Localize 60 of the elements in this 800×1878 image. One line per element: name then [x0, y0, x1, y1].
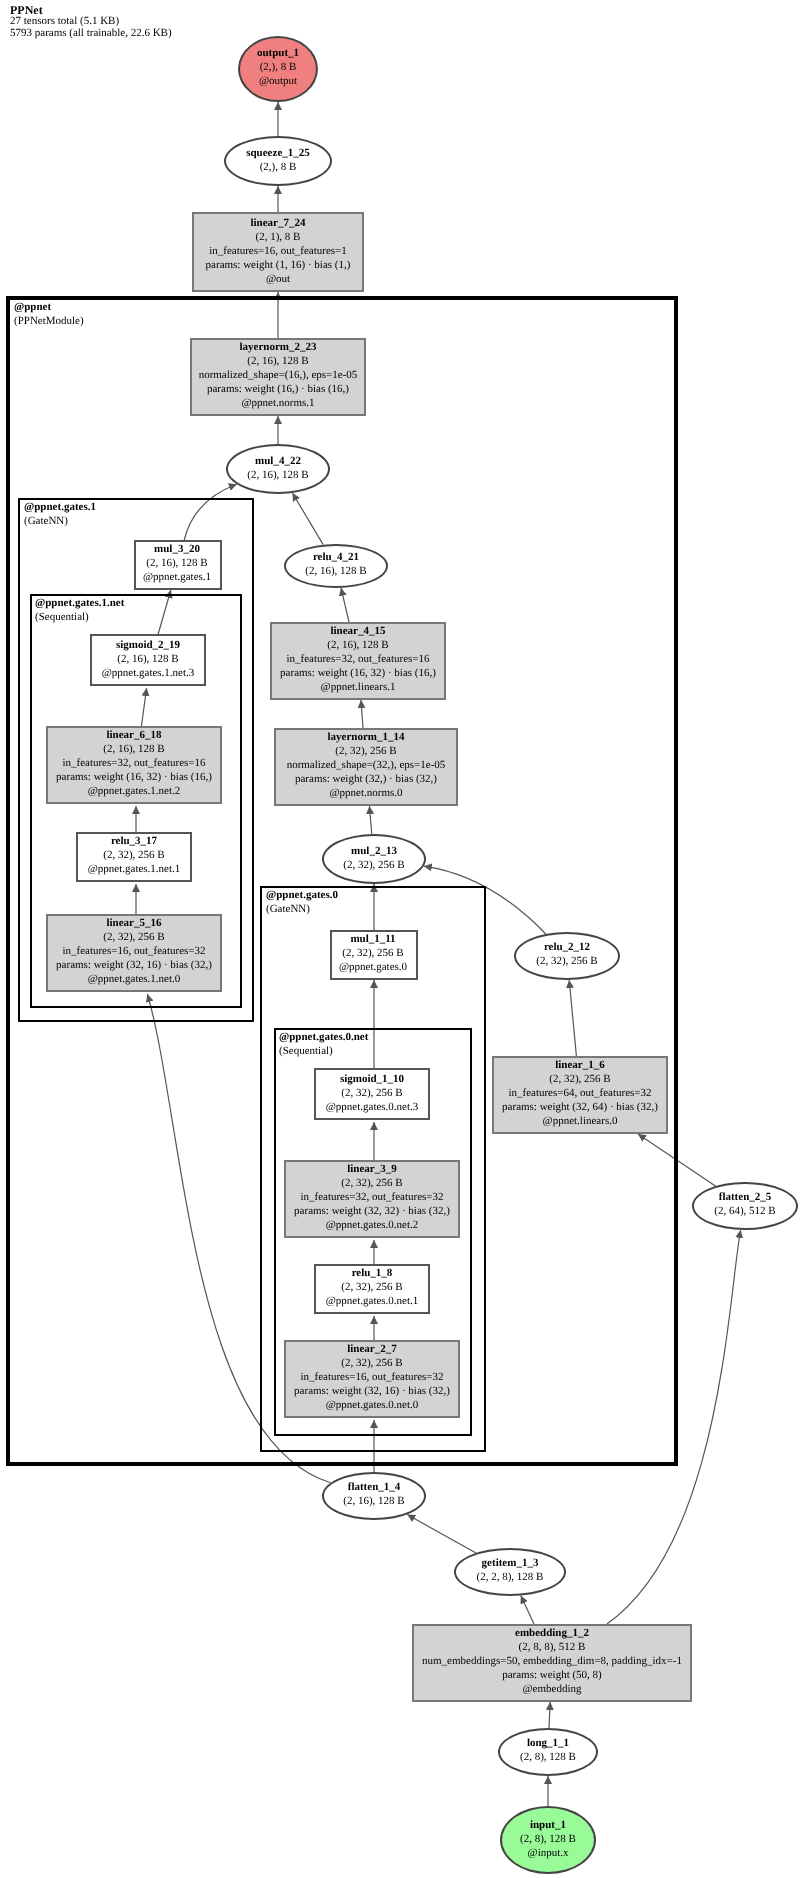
- arrow: [544, 1775, 552, 1807]
- operation-ellipse: [514, 932, 620, 980]
- layer-box: [492, 1056, 668, 1134]
- arrow: [291, 492, 324, 546]
- layer-box: [274, 728, 458, 806]
- arrow: [423, 863, 547, 935]
- layer-box: [46, 726, 222, 804]
- operation-box: [133, 539, 221, 589]
- arrow: [274, 101, 282, 137]
- arrow: [370, 979, 378, 1071]
- arrow: [565, 979, 577, 1057]
- module-frame: [273, 1027, 471, 1435]
- arrow: [637, 1133, 716, 1187]
- operation-ellipse: [498, 1728, 598, 1776]
- layer-box: [284, 1160, 460, 1238]
- output-circle: [238, 36, 318, 102]
- operation-ellipse: [322, 1472, 426, 1520]
- arrow: [132, 883, 140, 917]
- module-frame: [18, 498, 254, 1022]
- layer-box: [270, 622, 446, 700]
- arrow: [370, 1239, 378, 1267]
- arrow: [357, 699, 366, 729]
- operation-ellipse: [454, 1548, 566, 1596]
- arrow: [370, 1315, 378, 1343]
- arrow: [366, 805, 375, 835]
- arrow: [145, 993, 332, 1484]
- arrow: [132, 805, 140, 835]
- layer-box: [190, 338, 366, 416]
- operation-box: [314, 1264, 430, 1314]
- arrow: [545, 1701, 554, 1729]
- arrow: [274, 185, 282, 213]
- layer-box: [192, 212, 364, 292]
- operation-ellipse: [284, 544, 388, 588]
- operation-box: [314, 1068, 430, 1120]
- layer-box: [46, 914, 222, 992]
- arrow: [370, 1419, 378, 1473]
- layer-box: [412, 1624, 692, 1702]
- operation-box: [329, 929, 417, 979]
- arrow: [140, 687, 150, 729]
- operation-box: [76, 832, 192, 882]
- operation-ellipse: [692, 1182, 798, 1230]
- arrow: [338, 587, 350, 623]
- layer-box: [284, 1340, 460, 1418]
- arrow: [183, 483, 238, 541]
- module-frame: [29, 593, 241, 1007]
- arrow: [370, 1121, 378, 1163]
- input-circle: [500, 1806, 596, 1874]
- operation-ellipse: [226, 444, 330, 494]
- arrow: [520, 1595, 535, 1625]
- arrow: [274, 291, 282, 339]
- arrow: [406, 1514, 477, 1554]
- arrow: [370, 883, 378, 931]
- arrow: [157, 589, 173, 637]
- module-frame: [260, 886, 486, 1452]
- operation-ellipse: [322, 834, 426, 884]
- operation-box: [90, 634, 206, 686]
- module-frame: [6, 296, 678, 1466]
- arrow: [274, 415, 282, 445]
- arrow: [606, 1229, 744, 1625]
- operation-ellipse: [224, 136, 332, 186]
